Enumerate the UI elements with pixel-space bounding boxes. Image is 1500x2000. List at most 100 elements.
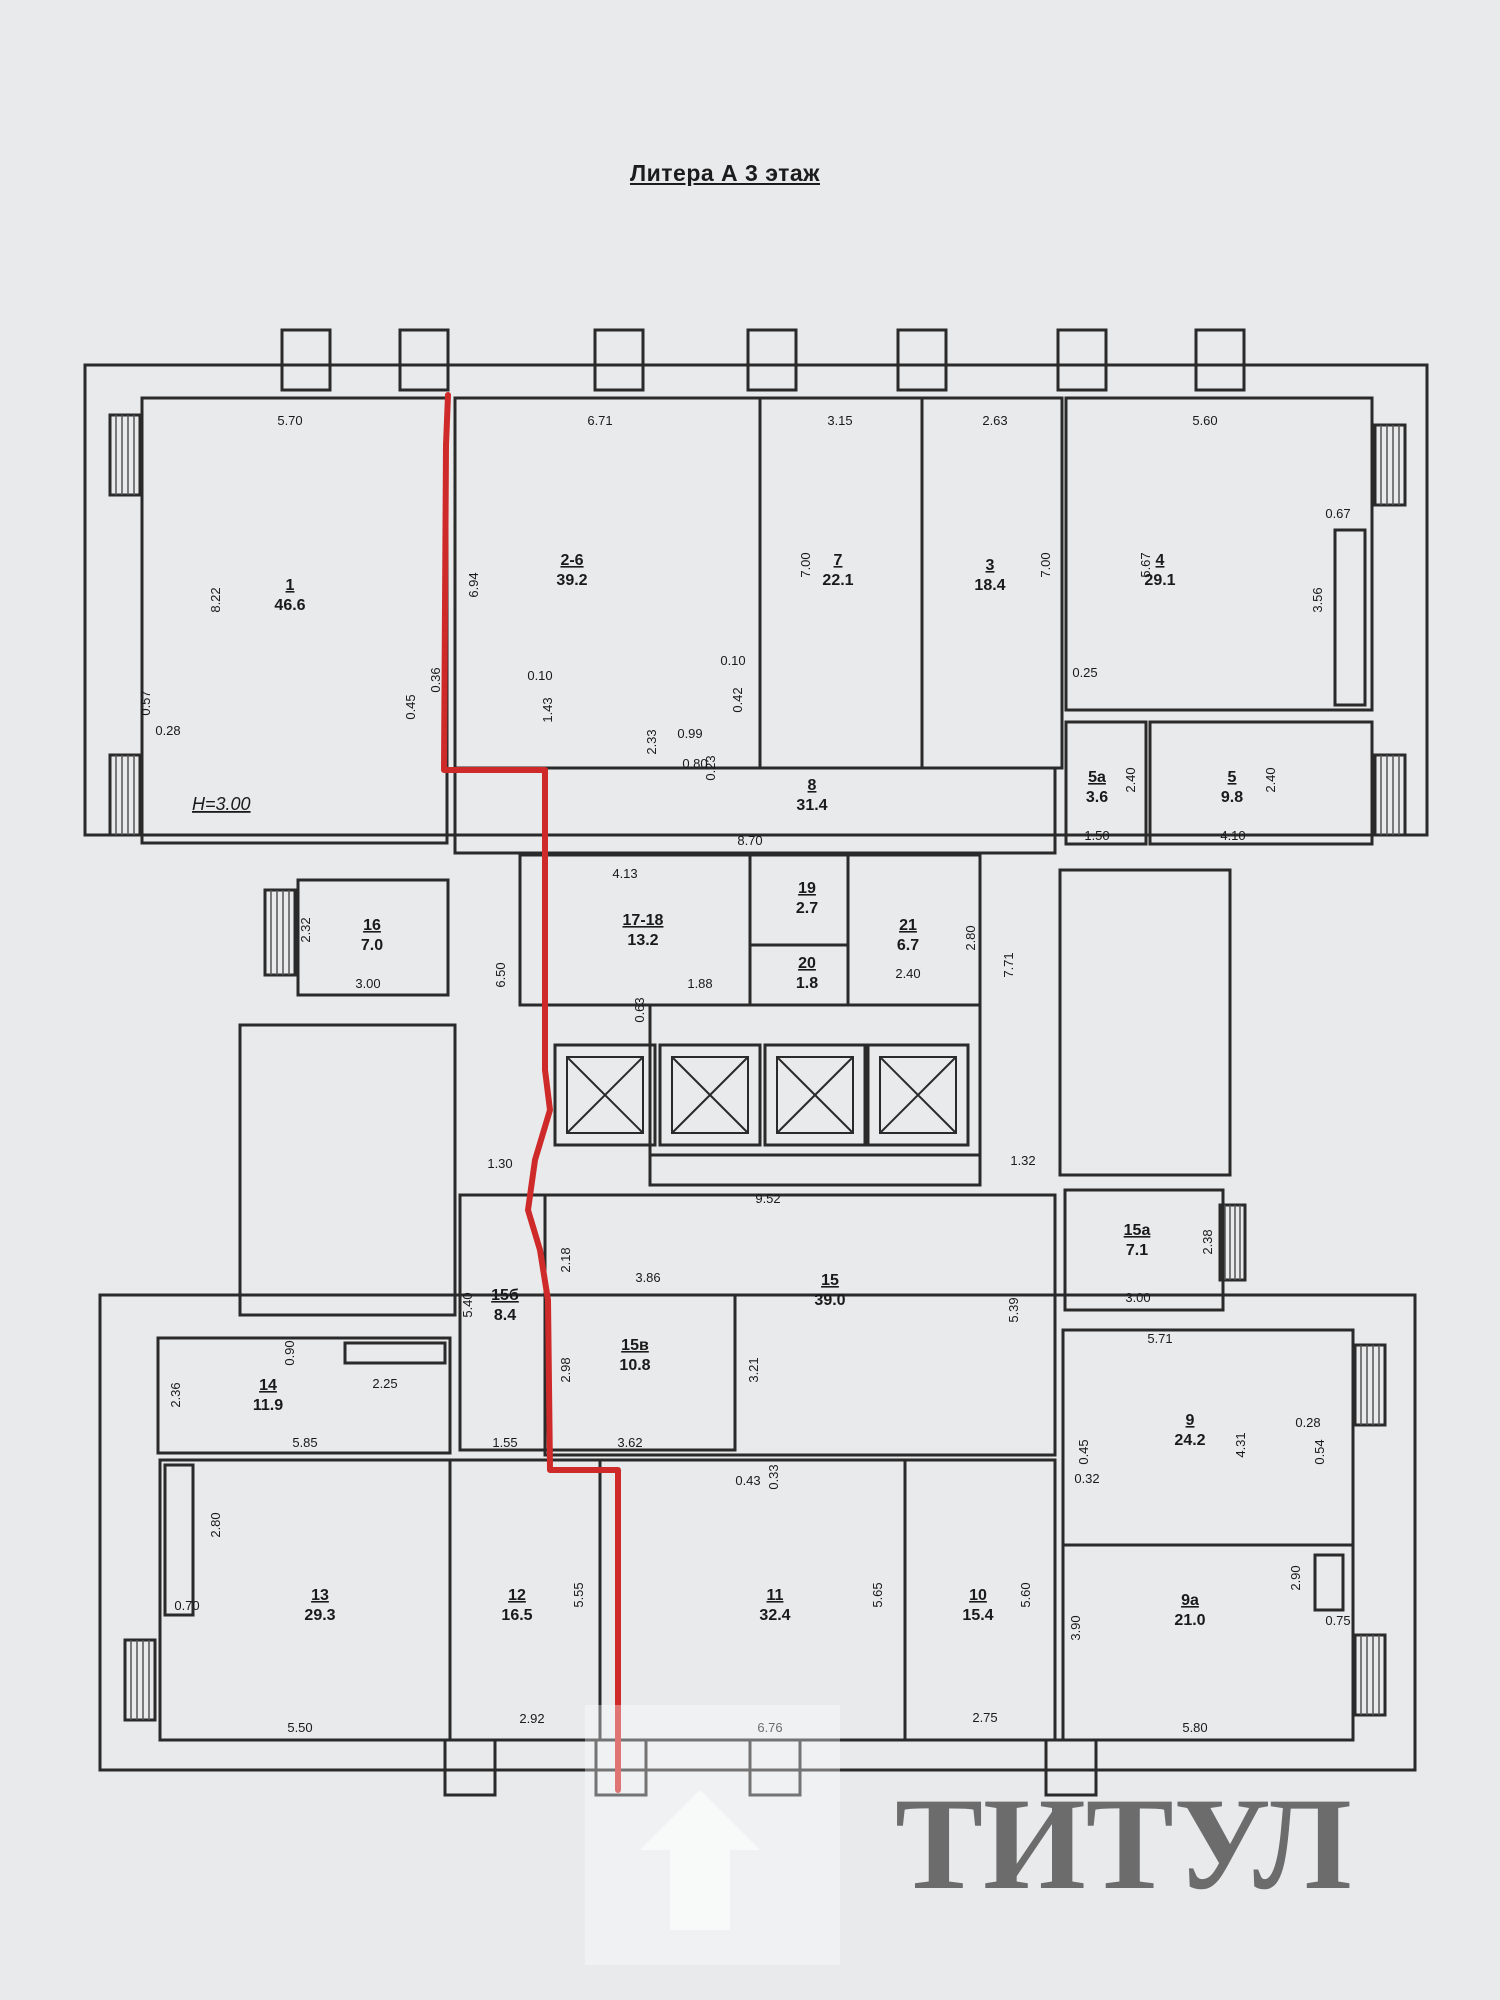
room-number: 19 [798,880,816,897]
room-area: 7.1 [1126,1242,1148,1259]
room-number: 17-18 [623,912,664,929]
dimension-label: 2.40 [1123,767,1138,792]
dimension-label: 5.60 [1192,413,1217,428]
stair-hatch [123,1638,157,1722]
dimension-label: 0.70 [174,1598,199,1613]
dimension-label: 2.40 [895,966,920,981]
room-area: 11.9 [253,1397,283,1414]
room-number: 12 [508,1587,526,1604]
dimension-label: 0.10 [527,668,552,683]
stair-hatch [1373,423,1407,507]
dimension-label: 5.85 [292,1435,317,1450]
dimension-label: 2.36 [168,1382,183,1407]
stair-hatch [263,888,297,977]
red-route-line [441,392,621,1793]
room-number: 15б [491,1287,519,1304]
pilaster [746,328,798,392]
dimension-label: 0.99 [677,726,702,741]
ceiling-height-note: H=3.00 [192,794,251,814]
pilaster [896,328,948,392]
dimension-label: 0.43 [735,1473,760,1488]
room-number: 15 [821,1272,839,1289]
room-area: 9.8 [1221,789,1243,806]
dimension-label: 3.90 [1068,1615,1083,1640]
dimension-label: 0.54 [1312,1439,1327,1464]
dimension-label: 1.88 [687,976,712,991]
room-number: 15в [621,1337,649,1354]
room-area: 15.4 [962,1607,993,1624]
room-area: 21.0 [1174,1612,1205,1629]
room-area: 10.8 [619,1357,650,1374]
dimension-label: 3.56 [1310,587,1325,612]
room-area: 29.1 [1144,572,1175,589]
dimension-label: 1.50 [1084,828,1109,843]
dimension-label: 5.50 [287,1720,312,1735]
stair-hatch [1353,1633,1387,1717]
stair-hatch [108,413,142,497]
dimension-label: 4.13 [612,866,637,881]
dimension-label: 8.22 [208,587,223,612]
room-number: 10 [969,1587,987,1604]
room-area: 8.4 [494,1307,516,1324]
dimension-label: 7.00 [1038,552,1053,577]
pilaster [1056,328,1108,392]
dimension-label: 5.39 [1006,1297,1021,1322]
outer-wall-top-wing [83,363,1429,837]
dimension-label: 3.62 [617,1435,642,1450]
dimension-label: 6.50 [493,962,508,987]
room-area: 46.6 [274,597,305,614]
room-number: 8 [808,777,817,794]
dimension-label: 2.32 [298,917,313,942]
room-number: 20 [798,955,816,972]
dimension-label: 0.33 [766,1464,781,1489]
room-area: 32.4 [759,1607,790,1624]
room-number: 5 [1228,769,1237,786]
room-area: 1.8 [796,975,818,992]
dimension-label: 0.45 [1076,1439,1091,1464]
dimension-label: 0.57 [138,690,153,715]
dimension-label: 5.60 [1018,1582,1033,1607]
dimension-label: 0.36 [428,667,443,692]
room-number: 13 [311,1587,329,1604]
elevator-shaft-icon [671,1056,749,1134]
room-area: 2.7 [796,900,818,917]
room-number: 7 [834,552,843,569]
dimension-label: 2.38 [1200,1229,1215,1254]
dimension-label: 1.30 [487,1156,512,1171]
dimension-label: 7.71 [1001,952,1016,977]
dimension-label: 2.80 [963,925,978,950]
dimension-label: 2.75 [972,1710,997,1725]
dimension-label: 0.32 [1074,1471,1099,1486]
watermark: ТИТУЛ [585,1705,1352,1965]
room-number: 9 [1186,1412,1195,1429]
room-number: 4 [1156,552,1165,569]
dimension-label: 3.00 [355,976,380,991]
dimension-label: 7.00 [798,552,813,577]
dimension-label: 5.70 [277,413,302,428]
dimension-label: 3.00 [1125,1290,1150,1305]
dimension-label: 5.71 [1147,1331,1172,1346]
room-area: 31.4 [796,797,827,814]
dimension-label: 2.33 [644,729,659,754]
room-number: 1 [286,577,295,594]
dimension-label: 1.43 [540,697,555,722]
dimension-label: 0.25 [1072,665,1097,680]
dimension-label: 5.55 [571,1582,586,1607]
dimension-label: 0.67 [1325,506,1350,521]
dimension-label: 6.76 [757,1720,782,1735]
dimension-label: 5.40 [460,1292,475,1317]
room-area: 6.7 [897,937,919,954]
room-number: 21 [899,917,917,934]
dimension-label: 1.32 [1010,1153,1035,1168]
room-area: 39.0 [814,1292,845,1309]
stair-hatch [1353,1343,1387,1427]
dimension-label: 6.71 [587,413,612,428]
pilaster [398,328,450,392]
pilaster [593,328,645,392]
walls [83,328,1429,1797]
dimension-label: 3.15 [827,413,852,428]
room-number: 3 [986,557,995,574]
room-number: 2-6 [560,552,583,569]
room-number: 9а [1181,1592,1199,1609]
stair-hatch [1218,1203,1247,1282]
